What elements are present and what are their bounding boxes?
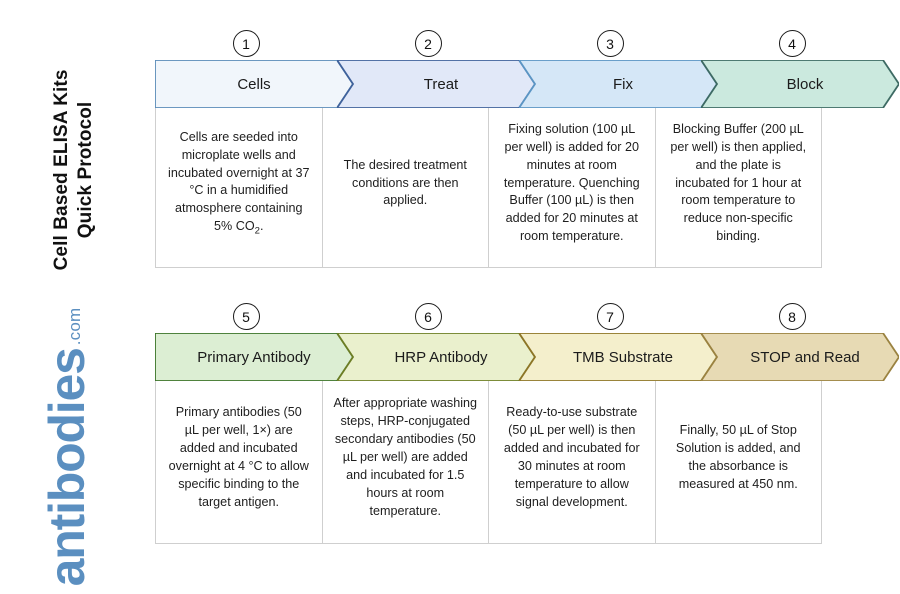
step-description-cell-5: Primary antibodies (50 µL per well, 1×) …: [156, 381, 323, 543]
step-number-badge-7: 7: [596, 303, 624, 330]
step-chevron-3[interactable]: Fix: [519, 60, 717, 108]
step-chevron-8[interactable]: STOP and Read: [701, 333, 899, 381]
brand-logo: antibodies .com: [39, 308, 95, 587]
step-chevron-2[interactable]: Treat: [337, 60, 535, 108]
step-number-badge-1: 1: [232, 30, 260, 57]
step-description-cell-2: The desired treatment conditions are the…: [323, 108, 489, 267]
step-description-cell-3: Fixing solution (100 µL per well) is add…: [489, 108, 656, 267]
step-description-text-2: The desired treatment conditions are the…: [343, 157, 467, 208]
step-label-1: Cells: [237, 75, 271, 93]
left-rail: Cell Based ELISA Kits Quick Protocol ant…: [0, 0, 155, 594]
step-label-3: Fix: [613, 75, 633, 93]
step-number-badge-3: 3: [596, 30, 624, 57]
step-description-text-3: Fixing solution (100 µL per well) is add…: [503, 121, 640, 244]
brand-tld: .com: [65, 307, 84, 346]
step-label-2: Treat: [423, 75, 459, 93]
step-number-badge-4: 4: [778, 30, 806, 57]
description-grid-bottom: Primary antibodies (50 µL per well, 1×) …: [155, 381, 822, 544]
chevron-shape-2: [337, 60, 535, 108]
step-description-text-6: After appropriate washing steps, HRP-con…: [333, 396, 478, 518]
step-description-cell-1: Cells are seeded into microplate wells a…: [156, 108, 323, 267]
step-chevron-1[interactable]: Cells: [155, 60, 353, 108]
page-title: Cell Based ELISA Kits Quick Protocol: [51, 69, 96, 271]
step-description-text-4: Blocking Buffer (200 µL per well) is the…: [670, 121, 807, 244]
step-number-badge-2: 2: [414, 30, 442, 57]
step-description-text-8: Finally, 50 µL of Stop Solution is added…: [675, 423, 801, 491]
step-chevron-5[interactable]: Primary Antibody: [155, 333, 353, 381]
step-description-text-7: Ready-to-use substrate (50 µL per well) …: [503, 405, 640, 509]
step-description-text-5: Primary antibodies (50 µL per well, 1×) …: [168, 405, 309, 509]
chevron-strip-bottom: Primary Antibody HRP Antibody TMB Substrat…: [155, 333, 899, 381]
step-badge-strip-top: 1 2 3 4: [155, 30, 825, 60]
step-number-badge-6: 6: [414, 303, 442, 330]
brand-name: antibodies: [39, 348, 95, 587]
step-chevron-7[interactable]: TMB Substrate: [519, 333, 717, 381]
step-chevron-6[interactable]: HRP Antibody: [337, 333, 535, 381]
step-description-cell-8: Finally, 50 µL of Stop Solution is added…: [656, 381, 822, 543]
step-label-4: Block: [786, 75, 824, 93]
step-label-7: TMB Substrate: [572, 348, 674, 366]
step-number-badge-5: 5: [232, 303, 260, 330]
step-number-badge-8: 8: [778, 303, 806, 330]
step-description-cell-7: Ready-to-use substrate (50 µL per well) …: [489, 381, 656, 543]
chevron-strip-top: Cells Treat Fix Block: [155, 60, 899, 108]
step-label-5: Primary Antibody: [197, 348, 311, 366]
chevron-shape-3: [519, 60, 717, 108]
protocol-row-bottom: 5 6 7 8 Primary Antibody HRP Antibody TMB Sub…: [155, 303, 899, 544]
step-description-text-1: Cells are seeded into microplate wells a…: [168, 129, 310, 237]
step-description-cell-4: Blocking Buffer (200 µL per well) is the…: [656, 108, 822, 267]
step-description-cell-6: After appropriate washing steps, HRP-con…: [323, 381, 489, 543]
chevron-shape-8: [701, 333, 899, 381]
step-badge-strip-bottom: 5 6 7 8: [155, 303, 825, 333]
chevron-shape-4: [701, 60, 899, 108]
step-label-6: HRP Antibody: [394, 348, 488, 366]
chevron-shape-6: [337, 333, 535, 381]
step-chevron-4[interactable]: Block: [701, 60, 899, 108]
description-grid-top: Cells are seeded into microplate wells a…: [155, 108, 822, 268]
protocol-row-top: 1 2 3 4 Cells Treat Fix Block Cells are seeded…: [155, 30, 899, 268]
step-label-8: STOP and Read: [750, 348, 860, 366]
chevron-shape-7: [519, 333, 717, 381]
